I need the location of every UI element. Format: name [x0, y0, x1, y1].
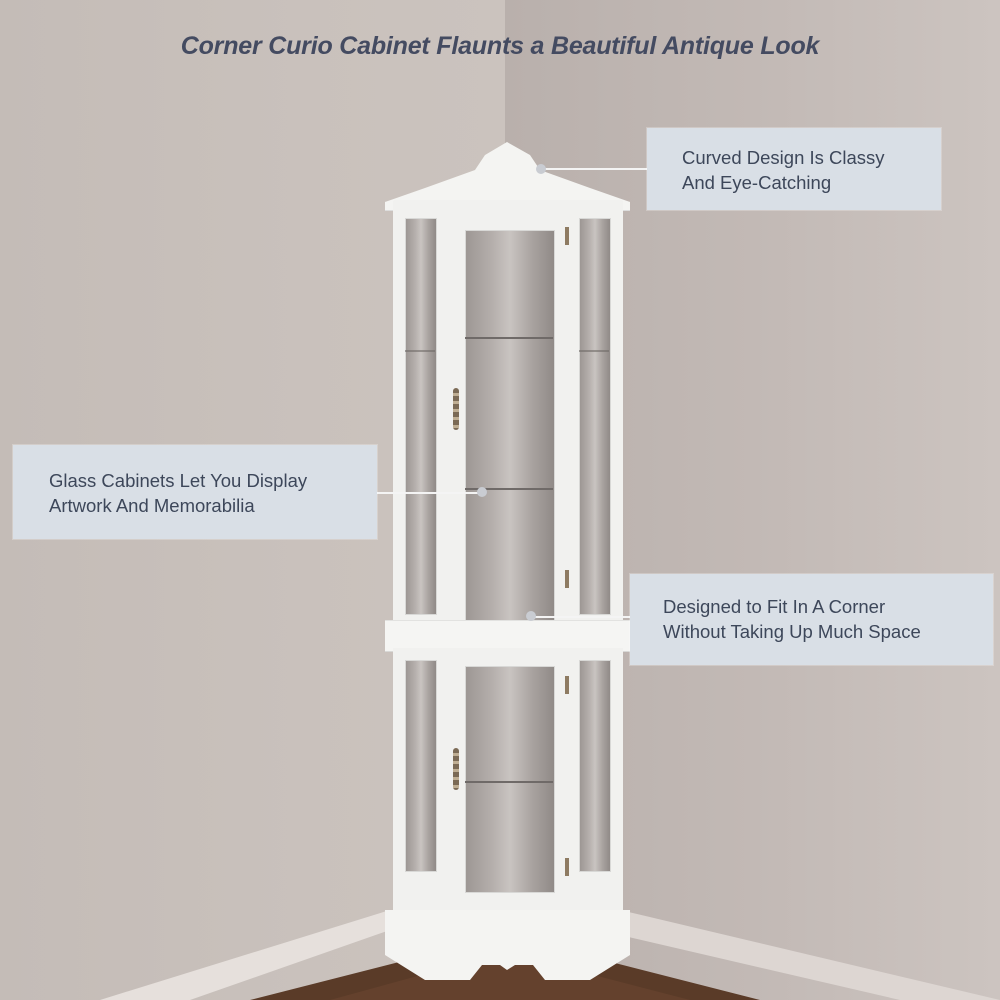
callout-leader-line	[377, 492, 485, 494]
callout-text-line: And Eye-Catching	[682, 172, 832, 193]
glass-shelf	[465, 337, 553, 339]
lower-front-glass-door	[465, 666, 555, 893]
callout-leader-line	[540, 168, 648, 170]
callout-curved-design: Curved Design Is Classy And Eye-Catching	[647, 128, 941, 210]
callout-anchor-dot	[526, 611, 536, 621]
callout-leader-line	[533, 616, 631, 618]
lower-left-glass-panel	[405, 660, 437, 872]
callout-corner-fit: Designed to Fit In A Corner Without Taki…	[630, 574, 993, 665]
callout-glass-cabinets: Glass Cabinets Let You Display Artwork A…	[13, 445, 377, 539]
cabinet-upper-section	[393, 200, 623, 630]
callout-text-line: Artwork And Memorabilia	[49, 495, 255, 516]
door-handle-icon	[453, 388, 459, 430]
hinge-icon	[565, 676, 569, 694]
upper-left-glass-panel	[405, 218, 437, 615]
callout-text-line: Glass Cabinets Let You Display	[49, 470, 308, 491]
glass-shelf	[405, 350, 435, 352]
hinge-icon	[565, 227, 569, 245]
callout-text-line: Without Taking Up Much Space	[663, 621, 921, 642]
hinge-icon	[565, 570, 569, 588]
upper-front-glass-door	[465, 230, 555, 622]
callout-text-line: Designed to Fit In A Corner	[663, 596, 886, 617]
glass-shelf	[465, 781, 553, 783]
lower-right-glass-panel	[579, 660, 611, 872]
page-title: Corner Curio Cabinet Flaunts a Beautiful…	[180, 32, 820, 60]
callout-anchor-dot	[536, 164, 546, 174]
curio-cabinet-image	[385, 140, 630, 980]
glass-shelf	[579, 350, 609, 352]
cabinet-scalloped-base	[385, 910, 630, 980]
callout-anchor-dot	[477, 487, 487, 497]
callout-text-line: Curved Design Is Classy	[682, 147, 885, 168]
upper-right-glass-panel	[579, 218, 611, 615]
door-handle-icon	[453, 748, 459, 790]
glass-shelf	[465, 488, 553, 490]
hinge-icon	[565, 858, 569, 876]
cabinet-lower-section	[393, 648, 623, 918]
